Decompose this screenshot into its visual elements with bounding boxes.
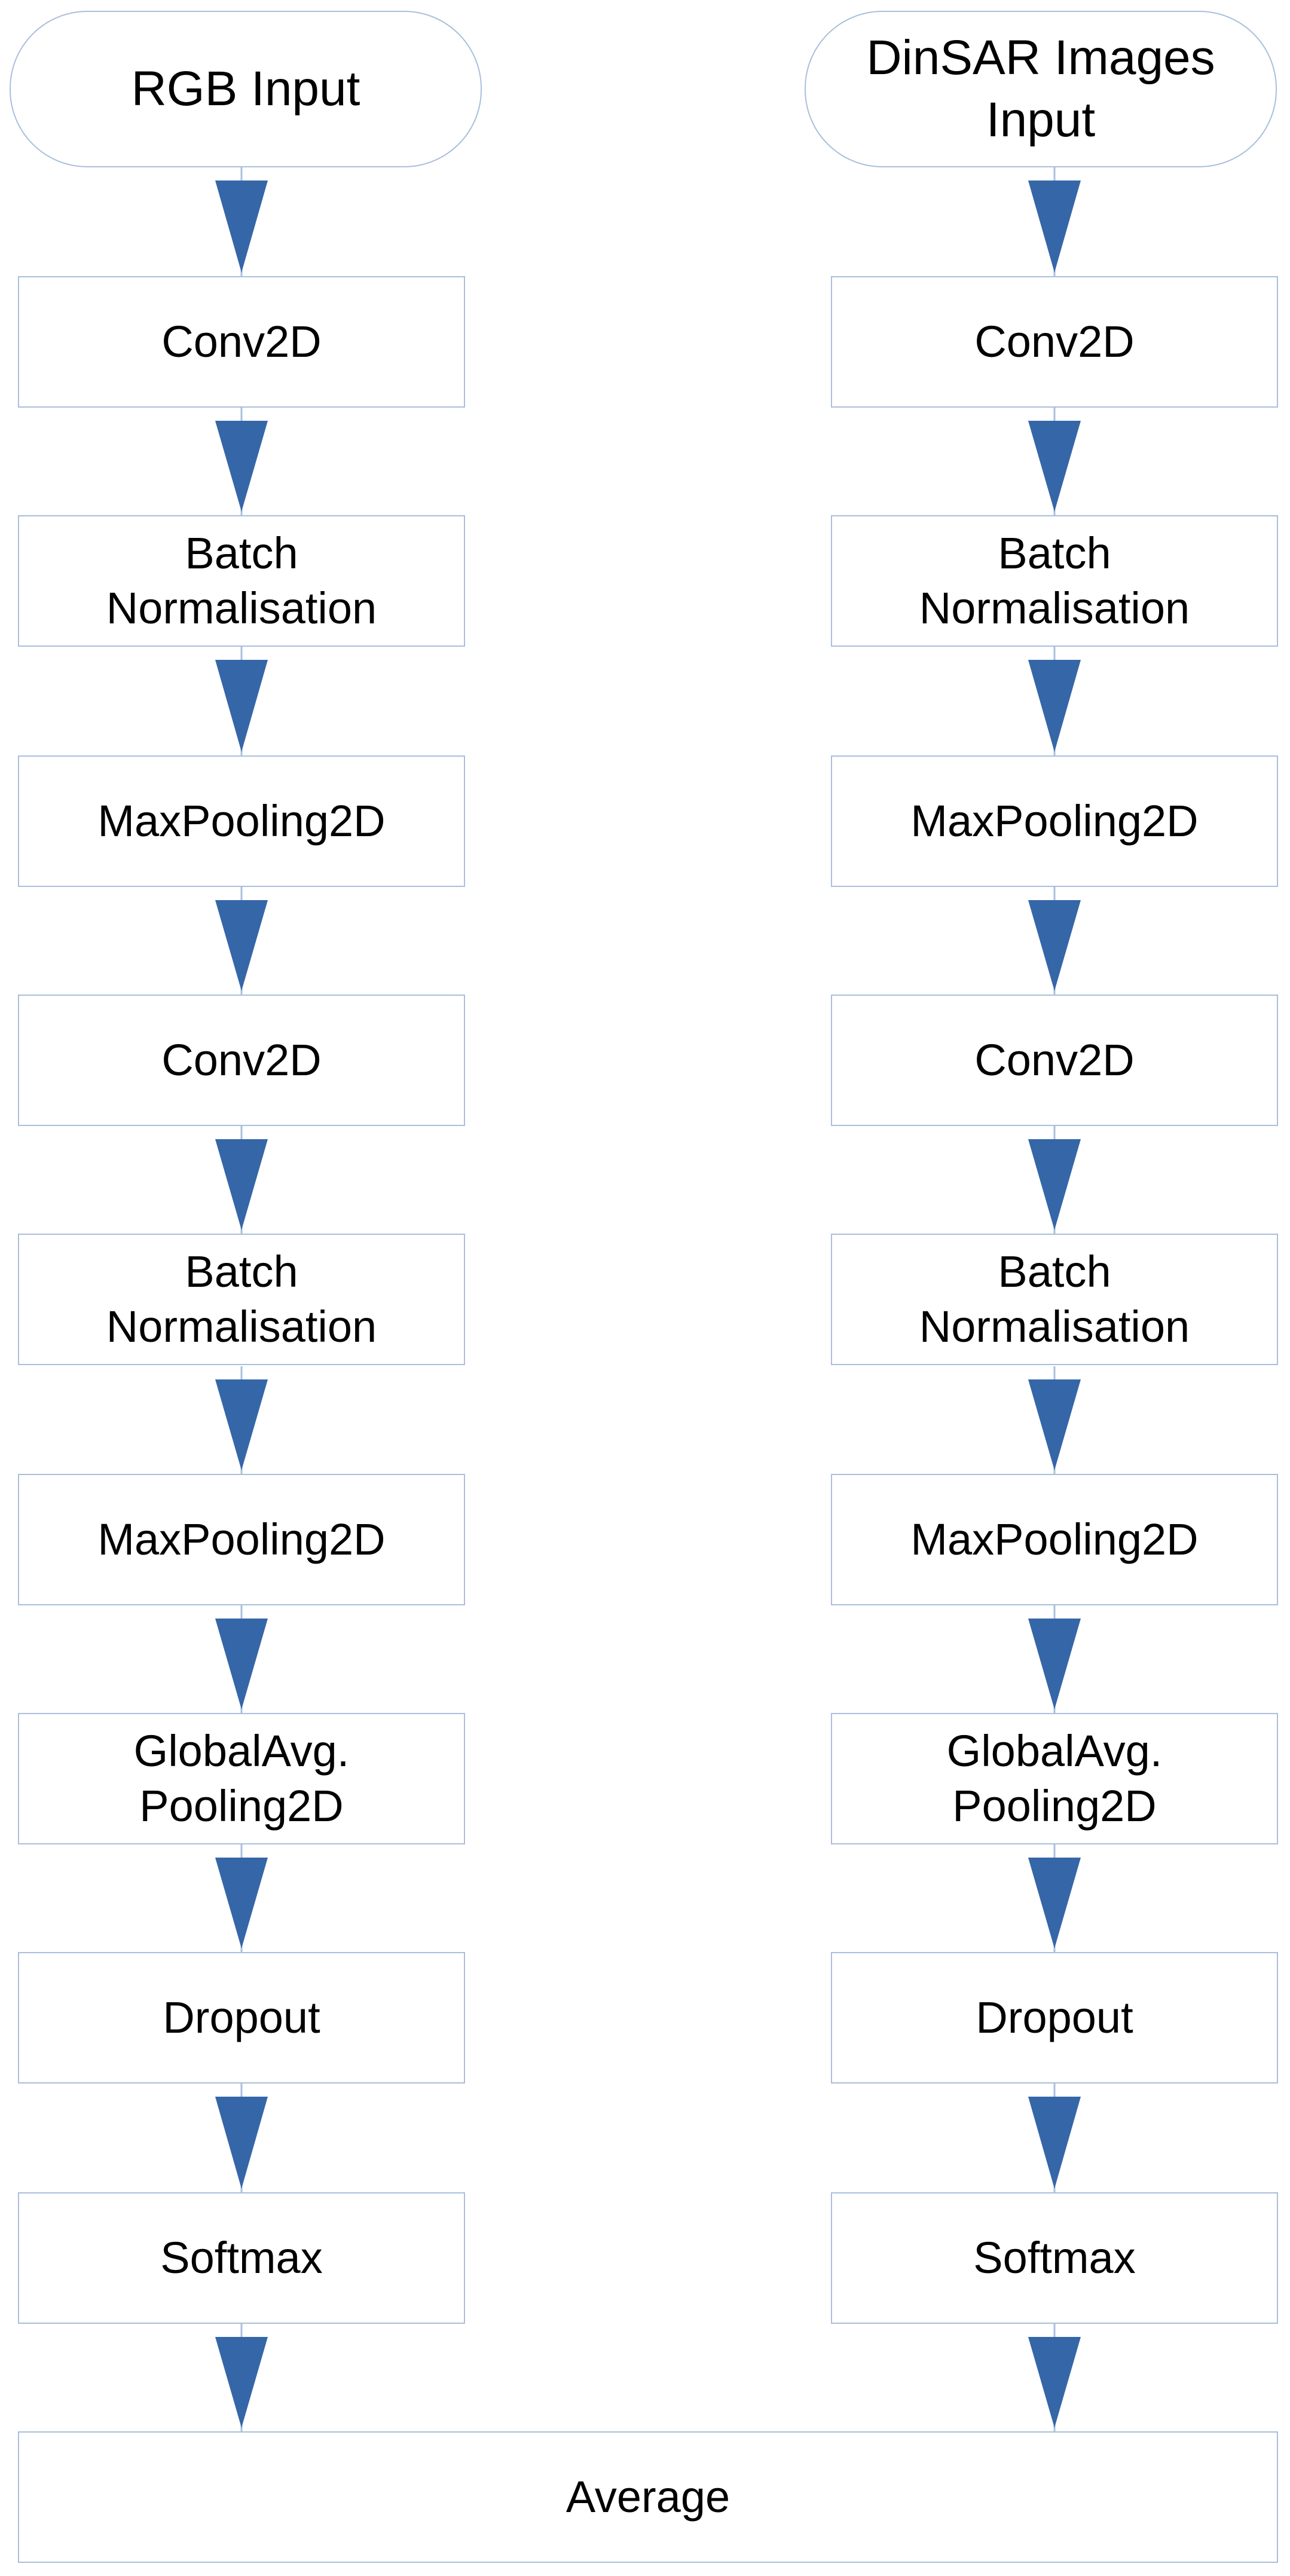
right-arrow-4 [1028, 900, 1081, 991]
left-conv2d-1: Conv2D [18, 276, 465, 408]
left-arrow-9 [215, 2097, 268, 2189]
right-maxpooling2d-2: MaxPooling2D [831, 1474, 1278, 1605]
left-maxpooling2d-2: MaxPooling2D [18, 1474, 465, 1605]
left-dropout: Dropout [18, 1952, 465, 2084]
left-batch-normalisation-1: Batch Normalisation [18, 515, 465, 647]
left-arrow-3 [215, 660, 268, 752]
right-arrow-5 [1028, 1139, 1081, 1230]
right-arrow-8 [1028, 1858, 1081, 1948]
right-arrow-10 [1028, 2337, 1081, 2428]
right-arrow-7 [1028, 1619, 1081, 1709]
left-arrow-1 [215, 180, 268, 273]
right-arrow-2 [1028, 421, 1081, 512]
right-arrow-1 [1028, 180, 1081, 273]
right-arrow-6 [1028, 1379, 1081, 1470]
right-batch-normalisation-1: Batch Normalisation [831, 515, 1278, 647]
right-conv2d-2: Conv2D [831, 995, 1278, 1126]
left-arrow-4 [215, 900, 268, 991]
left-maxpooling2d-1: MaxPooling2D [18, 755, 465, 887]
right-globalavg-pooling2d: GlobalAvg. Pooling2D [831, 1713, 1278, 1844]
right-arrow-9 [1028, 2097, 1081, 2189]
average-output-node: Average [18, 2431, 1278, 2563]
dinsar-input-node: DinSAR Images Input [805, 11, 1277, 167]
left-conv2d-2: Conv2D [18, 995, 465, 1126]
left-softmax: Softmax [18, 2192, 465, 2324]
left-arrow-2 [215, 421, 268, 512]
left-arrow-10 [215, 2337, 268, 2428]
left-arrow-8 [215, 1858, 268, 1948]
left-arrow-6 [215, 1379, 268, 1470]
right-dropout: Dropout [831, 1952, 1278, 2084]
right-arrow-3 [1028, 660, 1081, 752]
right-softmax: Softmax [831, 2192, 1278, 2324]
right-maxpooling2d-1: MaxPooling2D [831, 755, 1278, 887]
left-arrow-7 [215, 1619, 268, 1709]
left-batch-normalisation-2: Batch Normalisation [18, 1234, 465, 1365]
right-conv2d-1: Conv2D [831, 276, 1278, 408]
left-globalavg-pooling2d: GlobalAvg. Pooling2D [18, 1713, 465, 1844]
left-arrow-5 [215, 1139, 268, 1230]
rgb-input-node: RGB Input [10, 11, 482, 167]
right-batch-normalisation-2: Batch Normalisation [831, 1234, 1278, 1365]
